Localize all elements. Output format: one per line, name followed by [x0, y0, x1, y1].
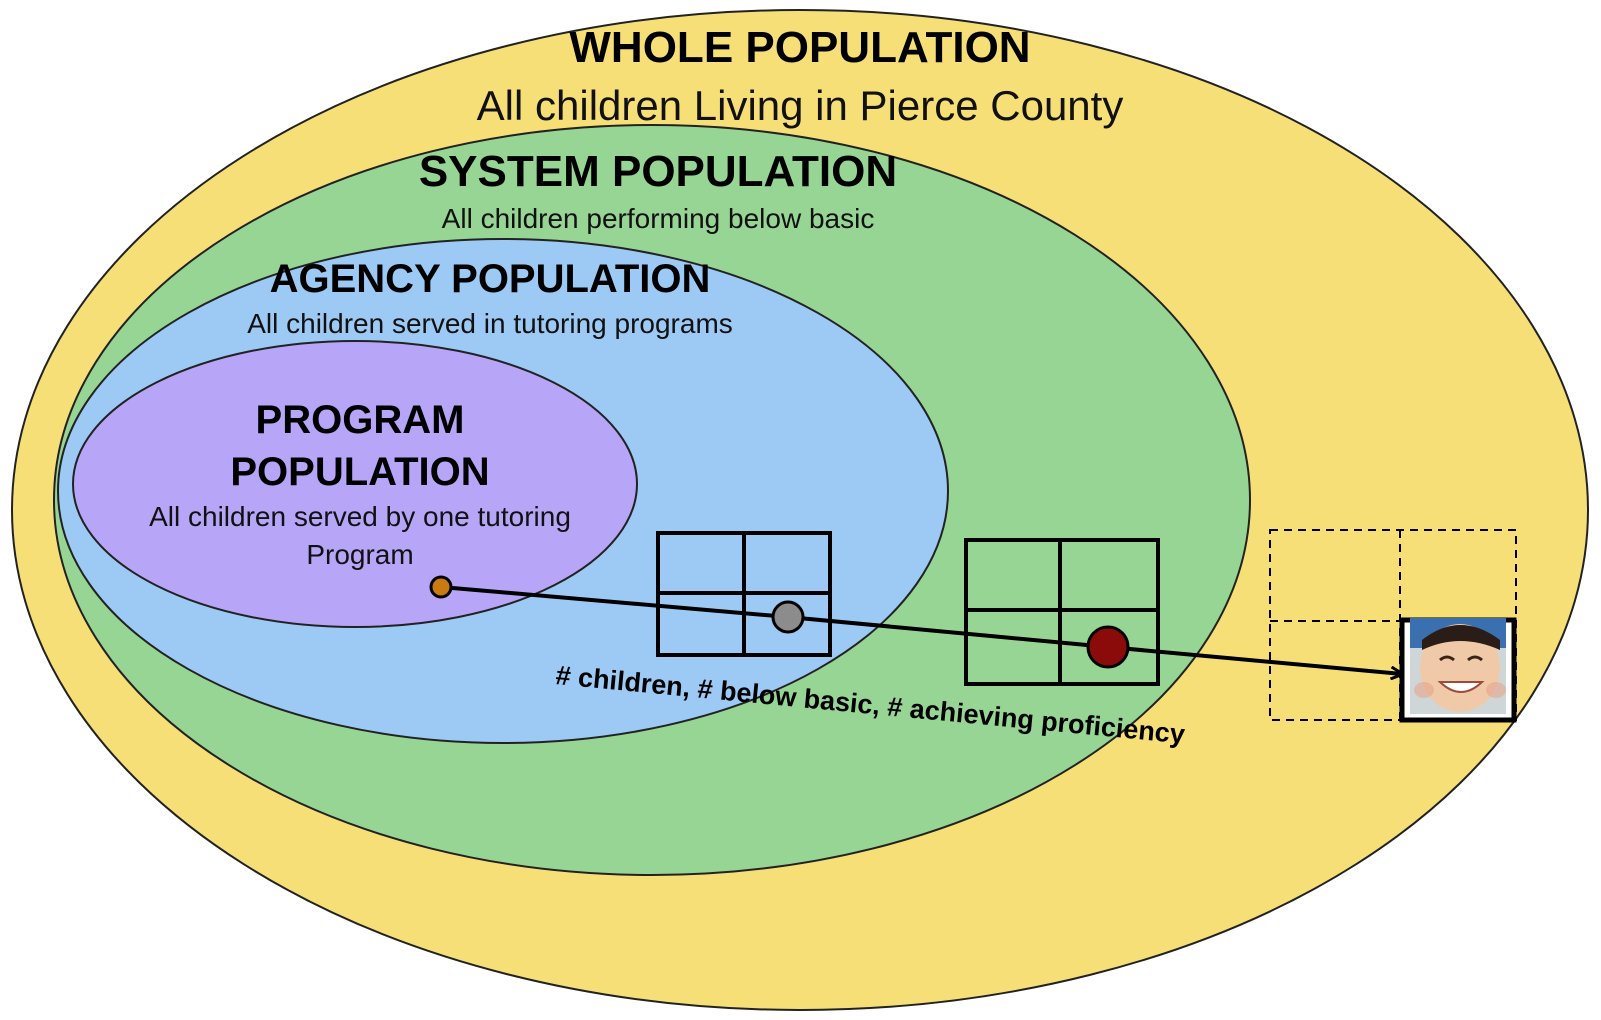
system-grid: [964, 538, 1160, 686]
whole-population-title: WHOLE POPULATION: [569, 23, 1030, 72]
agency-dot: [771, 600, 805, 634]
system-population-title: SYSTEM POPULATION: [419, 147, 897, 196]
system-population-subtitle: All children performing below basic: [442, 203, 875, 234]
program-dot: [429, 575, 453, 599]
child-face-icon: [1410, 618, 1506, 714]
agency-population-title: AGENCY POPULATION: [270, 257, 711, 301]
program-population-subtitle-line2: Program: [306, 539, 413, 570]
program-population-subtitle-line1: All children served by one tutoring: [149, 501, 571, 532]
program-population-title-line2: POPULATION: [230, 450, 489, 494]
agency-population-subtitle: All children served in tutoring programs: [247, 308, 733, 339]
program-population-ellipse: [72, 340, 638, 628]
whole-population-subtitle: All children Living in Pierce County: [477, 82, 1124, 129]
child-photo: [1399, 617, 1517, 723]
system-dot: [1086, 625, 1130, 669]
flow-arrow: [440, 585, 1402, 674]
agency-grid: [656, 531, 832, 657]
program-population-title-line1: PROGRAM: [256, 398, 465, 442]
